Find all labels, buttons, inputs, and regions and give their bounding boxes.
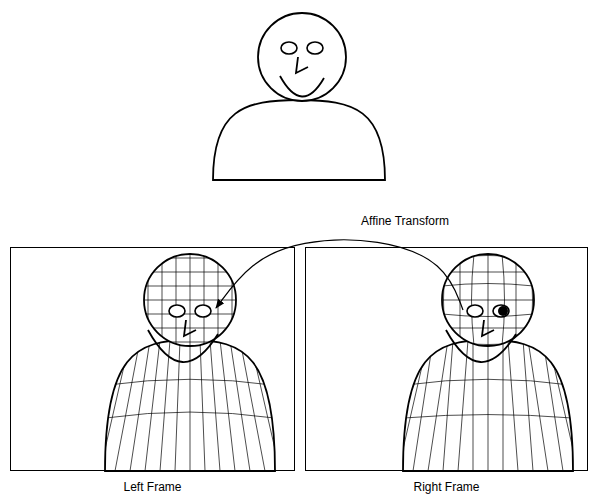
body-outline [105,340,275,471]
body-outline [403,340,573,471]
face-figure [213,13,385,180]
face-features [446,305,516,362]
head-outline [442,254,534,346]
face-features [148,305,218,362]
transform-label: Affine Transform [361,214,449,228]
body-outline [213,100,385,180]
body-mesh [100,340,280,471]
frame-caption: Right Frame [306,480,587,494]
frame-box: Left Frame [10,247,295,471]
face-figure [100,254,280,471]
head-mesh [442,254,534,346]
head-outline [258,13,346,101]
body-mesh [398,340,578,471]
face-features [280,42,324,97]
face-figure [398,254,578,471]
frame-caption: Left Frame [11,480,294,494]
frame-box: Right Frame [305,247,588,471]
transform-arrow [216,240,463,310]
